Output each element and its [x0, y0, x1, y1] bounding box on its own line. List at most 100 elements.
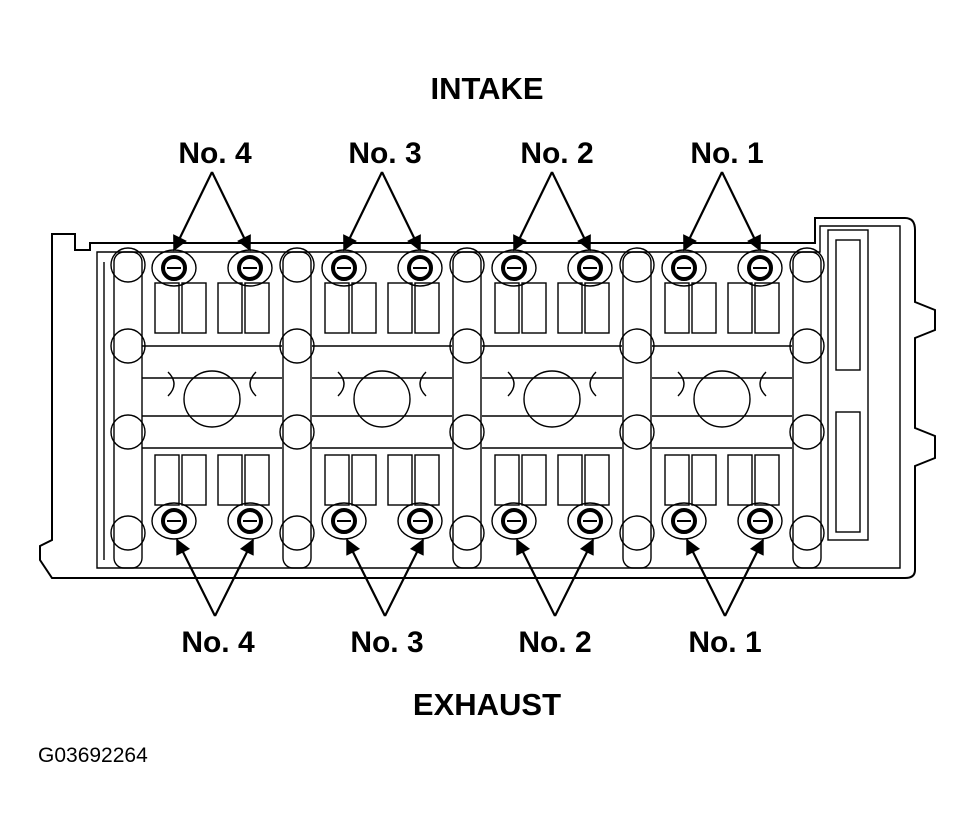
rocker-block [521, 454, 547, 506]
pointer-arrows [173, 171, 764, 617]
intake-cylinder-label: No. 3 [348, 137, 421, 170]
journal-circle [789, 414, 825, 450]
rocker-block [387, 454, 413, 506]
camshaft-line [312, 415, 452, 449]
journal-circle [789, 247, 825, 283]
rocker-block [244, 454, 270, 506]
journal-circle [619, 247, 655, 283]
journal-circle [619, 414, 655, 450]
exhaust-label: EXHAUST [413, 687, 561, 722]
journal-circle [279, 328, 315, 364]
rocker-block [584, 454, 610, 506]
exhaust-arrow [724, 538, 764, 617]
journal-circle [279, 414, 315, 450]
journal-circle [619, 515, 655, 551]
rocker-block [154, 282, 180, 334]
rocker-block [494, 282, 520, 334]
intake-cylinder-label: No. 4 [178, 137, 252, 170]
rocker-block [217, 282, 243, 334]
exhaust-cylinder-label: No. 4 [181, 626, 255, 659]
camshaft-line [482, 415, 622, 449]
rocker-block [754, 282, 780, 334]
journal-circle [110, 515, 146, 551]
figure-id: G03692264 [38, 744, 148, 767]
rocker-block [521, 282, 547, 334]
rocker-block [351, 282, 377, 334]
rocker-block [181, 282, 207, 334]
rocker-block [664, 454, 690, 506]
rocker-block [414, 454, 440, 506]
journal-circle [279, 515, 315, 551]
camshaft-line [142, 415, 282, 449]
intake-arrow [683, 171, 723, 252]
spark-plug-bore [693, 370, 751, 428]
bolt-boss [491, 502, 537, 540]
intake-arrow [721, 171, 761, 252]
exhaust-cylinder-label: No. 1 [688, 626, 761, 659]
exhaust-cylinder-label: No. 3 [350, 626, 423, 659]
intake-arrow [211, 171, 251, 252]
rocker-block [664, 282, 690, 334]
intake-cylinder-label: No. 1 [690, 137, 763, 170]
camshaft-line [652, 345, 792, 379]
journal-circle [110, 328, 146, 364]
rocker-block [584, 282, 610, 334]
rocker-block [217, 454, 243, 506]
cylinder-head-outline [39, 217, 936, 579]
journal-circle [619, 328, 655, 364]
camshaft-line [652, 415, 792, 449]
exhaust-arrow [516, 538, 556, 617]
rocker-block [494, 454, 520, 506]
journal-circle [110, 247, 146, 283]
spark-plug-bore [523, 370, 581, 428]
intake-cylinder-label: No. 2 [520, 137, 593, 170]
rocker-block [727, 282, 753, 334]
bolt-boss [321, 502, 367, 540]
journal-circle [789, 515, 825, 551]
exhaust-arrow [686, 538, 726, 617]
exhaust-arrow [214, 538, 254, 617]
rocker-block [154, 454, 180, 506]
bearing-cap [282, 251, 312, 569]
rocker-block [324, 454, 350, 506]
journal-circle [110, 414, 146, 450]
camshaft-line [142, 345, 282, 379]
exhaust-arrow [554, 538, 594, 617]
rocker-block [324, 282, 350, 334]
rocker-block [181, 454, 207, 506]
rocker-block [557, 282, 583, 334]
intake-arrow [551, 171, 591, 252]
rocker-block [691, 454, 717, 506]
spark-plug-bore [353, 370, 411, 428]
rocker-block [727, 454, 753, 506]
camshaft-line [312, 345, 452, 379]
intake-arrow [513, 171, 553, 252]
rocker-block [414, 282, 440, 334]
bolt-boss [661, 502, 707, 540]
intake-arrow [173, 171, 213, 252]
spark-plug-bore [183, 370, 241, 428]
bore-relief [677, 371, 767, 397]
bore-relief [337, 371, 427, 397]
bore-relief [167, 371, 257, 397]
rocker-block [387, 282, 413, 334]
exhaust-arrow [384, 538, 424, 617]
exhaust-cylinder-label: No. 2 [518, 626, 591, 659]
journal-circle [449, 414, 485, 450]
bore-relief [507, 371, 597, 397]
rocker-block [754, 454, 780, 506]
journal-circle [449, 328, 485, 364]
intake-arrow [343, 171, 383, 252]
rocker-block [691, 282, 717, 334]
valve-train-structure [110, 247, 825, 569]
camshaft-line [482, 345, 622, 379]
journal-circle [449, 515, 485, 551]
bearing-cap [113, 251, 143, 569]
intake-label: INTAKE [430, 71, 543, 106]
journal-circle [789, 328, 825, 364]
rocker-block [351, 454, 377, 506]
bearing-cap [452, 251, 482, 569]
intake-arrow [381, 171, 421, 252]
bearing-cap [792, 251, 822, 569]
